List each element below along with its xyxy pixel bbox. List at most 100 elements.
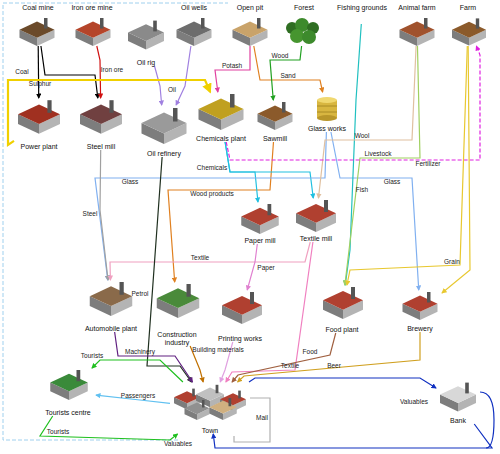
cargo-label: Chemicals: [197, 165, 227, 172]
industry-name: Oil refinery: [147, 150, 181, 157]
industry-name: Coal mine: [22, 4, 54, 11]
industry-icon: [177, 18, 212, 46]
industry-icon: [400, 18, 435, 46]
industry-name: Bank: [450, 417, 466, 424]
cargo-connector: [38, 46, 40, 98]
cargo-connector: [226, 46, 480, 160]
industry-name: Tourists centre: [45, 409, 91, 416]
cargo-label: Wood products: [190, 191, 234, 198]
industry-icon: [128, 21, 164, 50]
industry-node: Town: [170, 382, 250, 434]
industry-name: Construction industry: [148, 331, 206, 346]
industry-name: Glass works: [308, 125, 346, 132]
industry-name: Chemicals plant: [196, 135, 246, 142]
industry-node: Coal mine: [12, 4, 64, 46]
cargo-connector: [318, 46, 416, 198]
industry-node: Iron ore mine: [66, 4, 118, 46]
cargo-label: Oil: [168, 87, 176, 94]
industry-name: Oil rig: [137, 59, 155, 66]
industry-icon: [199, 94, 244, 130]
cargo-label: Tourists: [47, 429, 69, 436]
cargo-connector: [345, 46, 420, 285]
cargo-label: Passengers: [121, 393, 155, 400]
industry-node: Brewery: [398, 290, 442, 332]
industry-name: Oil wells: [181, 4, 207, 11]
industry-name: Open pit: [237, 4, 263, 11]
industry-icon: [18, 100, 60, 134]
industry-name: Fishing grounds: [337, 4, 387, 11]
industry-node: Textile mill: [290, 198, 342, 242]
industry-name: Iron ore mine: [71, 4, 112, 11]
cargo-label: Grain: [444, 259, 460, 266]
industry-icon: [241, 204, 279, 234]
cargo-label: Sulphur: [29, 81, 51, 88]
cargo-label: Valuables: [164, 441, 192, 448]
industry-node: Oil refinery: [136, 105, 192, 157]
industry-node: Bank: [436, 380, 480, 424]
cargo-connector: [97, 46, 101, 98]
cargo-label: Paper: [257, 265, 274, 272]
industry-node: Animal farm: [392, 4, 442, 46]
cargo-connector: [270, 46, 302, 100]
cargo-label: Livestock: [364, 151, 391, 158]
industry-icon: [50, 370, 88, 400]
cargo-connector: [176, 46, 191, 105]
cargo-label: Beer: [327, 363, 341, 370]
industry-icon: [403, 292, 438, 320]
cargo-label: Machinery: [125, 349, 155, 356]
industry-icon: [286, 18, 319, 44]
cargo-connector: [345, 24, 361, 285]
cargo-label: Glass: [384, 179, 401, 186]
cargo-label: Textile: [191, 255, 209, 262]
cargo-connector: [95, 132, 326, 280]
industry-node: Automobile plant: [76, 280, 146, 332]
cargo-label: Fertilizer: [416, 161, 441, 168]
industry-node: Food plant: [318, 285, 366, 333]
cargo-connector: [254, 46, 323, 92]
cargo-connector: [41, 46, 98, 98]
industry-node: Printing works: [214, 290, 266, 342]
cargo-connector: [215, 46, 250, 92]
industry-icon: [440, 383, 476, 412]
industry-icon: [317, 97, 337, 121]
industry-name: Textile mill: [300, 235, 332, 242]
industry-node: Paper mill: [232, 202, 288, 244]
passenger-loop: [3, 3, 228, 440]
industry-icon: [142, 108, 187, 144]
cargo-label: Mail: [256, 415, 268, 422]
industry-icon: [76, 18, 111, 46]
industry-icon: [258, 102, 293, 130]
cargo-label: Textile: [281, 363, 299, 370]
town-icon: [209, 398, 237, 420]
industry-node: Tourists centre: [40, 368, 96, 416]
cargo-connector: [155, 66, 162, 105]
cargo-label: Wood: [272, 53, 289, 60]
cargo-label: Petrol: [132, 291, 149, 298]
cargo-label: Building materials: [192, 347, 243, 354]
industry-node: Sawmill: [252, 100, 298, 142]
cargo-connector: [92, 360, 183, 382]
industry-node: Open pit: [228, 4, 272, 46]
cargo-connector: [8, 80, 210, 145]
industry-icon: [452, 18, 486, 45]
industry-name: Food plant: [325, 326, 358, 333]
town-icon: [185, 400, 210, 420]
industry-name: Brewery: [407, 325, 433, 332]
industry-icon: [233, 18, 268, 46]
industry-icon: [222, 292, 262, 324]
industry-name: Forest: [294, 4, 314, 11]
industry-icon: [90, 282, 133, 316]
industry-icon: [20, 18, 55, 46]
industry-node: Construction industry: [148, 282, 206, 346]
industry-name: Automobile plant: [85, 325, 137, 332]
cargo-connector: [168, 142, 273, 282]
cargo-connector: [100, 150, 108, 280]
industry-node: Power plant: [14, 98, 64, 150]
cargo-label: Potash: [222, 63, 242, 70]
cargo-connector: [225, 142, 313, 198]
cargo-connector: [347, 46, 467, 285]
cargo-label: Food: [303, 349, 318, 356]
industry-icon: [323, 287, 363, 319]
